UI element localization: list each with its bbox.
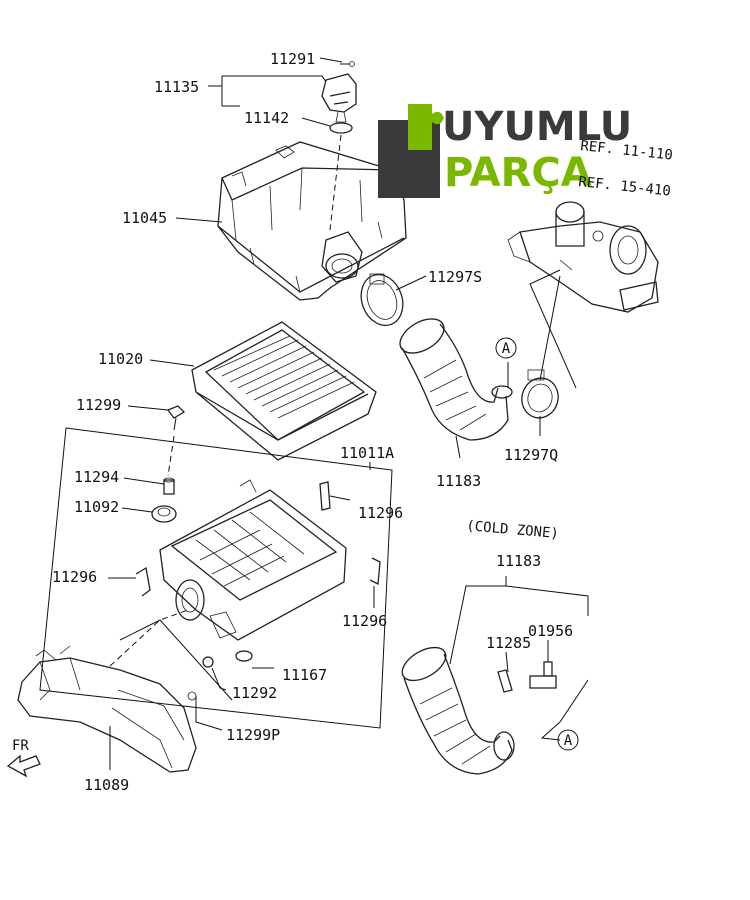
label-11296-left: 11296 [52, 568, 97, 586]
cold-zone-marker-line [540, 679, 589, 741]
clip-11296-top [319, 481, 331, 511]
assembly-line [329, 134, 342, 231]
marker-a-upper [495, 337, 517, 359]
bolt-dash-line [167, 435, 175, 477]
label-11092: 11092 [74, 498, 119, 516]
lower-case-frame [39, 427, 393, 729]
logo-word-uyumlu: UYUMLU [442, 104, 632, 150]
label-11296-top: 11296 [358, 504, 403, 522]
front-direction-arrow [6, 754, 41, 778]
label-11142: 11142 [244, 109, 289, 127]
clip-11296-left [135, 566, 151, 597]
grommet-11092 [151, 505, 177, 523]
intake-hose-cold-zone [401, 646, 515, 775]
label-11183-upper: 11183 [436, 472, 481, 490]
label-11020: 11020 [98, 350, 143, 368]
label-11291: 11291 [270, 50, 315, 68]
part-11167 [235, 650, 253, 662]
air-filter-element [191, 321, 377, 461]
duct-leader [119, 619, 233, 701]
marker-a-lower [557, 729, 579, 751]
turbocharger [507, 201, 659, 313]
label-cold-zone: (COLD ZONE) [466, 518, 560, 542]
label-11135: 11135 [154, 78, 199, 96]
label-11299: 11299 [76, 396, 121, 414]
label-11167: 11167 [282, 666, 327, 684]
label-11292: 11292 [232, 684, 277, 702]
label-11011a: 11011A [340, 444, 394, 462]
o-ring-11142 [329, 122, 353, 134]
label-11296-right: 11296 [342, 612, 387, 630]
clamp-11297s [360, 273, 404, 327]
clamp-11297q [521, 369, 559, 419]
label-11297s: 11297S [428, 268, 482, 286]
marker-a-lower-label: A [564, 733, 573, 749]
logo-word-parca: PARÇA [444, 150, 592, 196]
label-11183-lower: 11183 [496, 552, 541, 570]
clamp-11285 [497, 669, 513, 693]
air-cleaner-lower-case [159, 479, 347, 641]
duct-connection-line [109, 609, 189, 667]
label-11297q: 11297Q [504, 446, 558, 464]
label-11294: 11294 [74, 468, 119, 486]
grommet-11294 [163, 477, 175, 495]
label-11285: 11285 [486, 634, 531, 652]
intake-duct [17, 645, 197, 773]
label-11089: 11089 [84, 776, 129, 794]
sensor-01956 [529, 661, 557, 689]
screw-11291 [340, 61, 355, 67]
watermark-logo: UYUMLU PARÇA [378, 104, 632, 198]
ref-label-11-110: REF. 11-110 [580, 138, 674, 164]
part-number-labels: 11291 11135 11142 11045 11297S 11020 112… [52, 50, 573, 794]
airflow-sensor [321, 73, 357, 123]
intake-hose-upper [399, 318, 513, 441]
label-11045: 11045 [122, 209, 167, 227]
clip-11296-right [369, 557, 381, 586]
front-label: FR [12, 738, 29, 754]
label-11299p: 11299P [226, 726, 280, 744]
leader-lines [108, 57, 589, 770]
turbo-connection-line-2 [539, 275, 561, 381]
label-01956: 01956 [528, 622, 573, 640]
marker-a-upper-label: A [502, 341, 511, 357]
part-11292 [202, 656, 214, 668]
turbo-connection-line [529, 269, 577, 389]
bolt-11299 [166, 405, 186, 431]
air-cleaner-upper-case [217, 141, 407, 301]
logo-puzzle-green [408, 104, 444, 150]
